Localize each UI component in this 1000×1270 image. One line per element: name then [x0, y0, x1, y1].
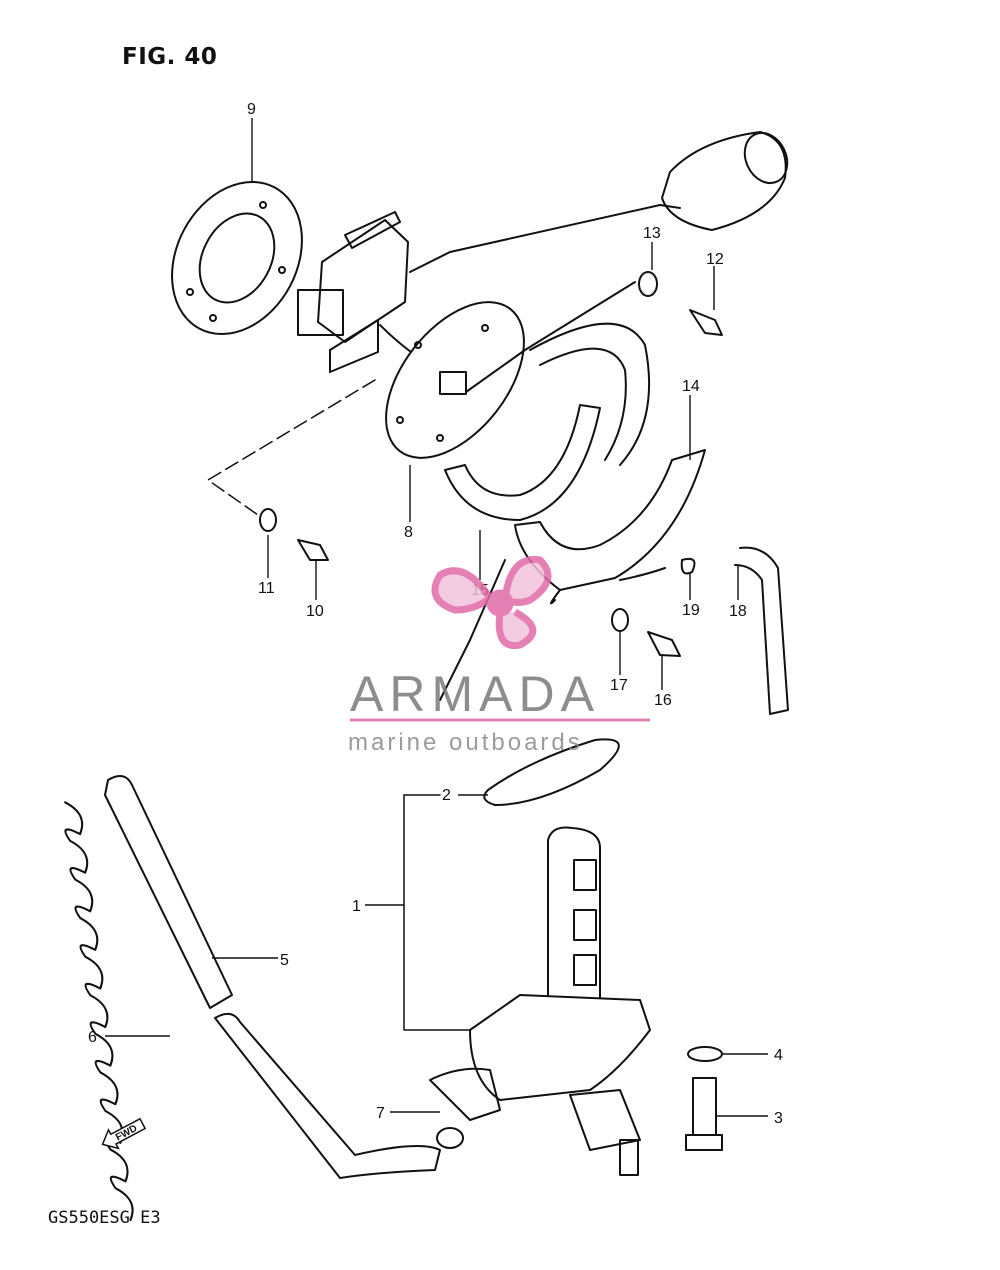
callout-1: 1: [352, 898, 361, 915]
cushion-part: [444, 322, 651, 521]
o-ring-part: [483, 738, 620, 806]
callout-7: 7: [376, 1105, 385, 1122]
hose-18-part: [734, 546, 789, 715]
callout-4: 4: [774, 1047, 783, 1064]
callout-2: 2: [442, 787, 451, 804]
propeller-logo-icon: [431, 556, 552, 650]
callout-10: 10: [306, 603, 324, 620]
hose-5-part: [104, 775, 441, 1179]
fwd-label: FWD: [114, 1123, 139, 1143]
bolt-washer-parts: [685, 1046, 723, 1151]
callout-11: 11: [258, 580, 275, 597]
gasket-part: [171, 180, 303, 336]
callout-12: 12: [706, 251, 724, 268]
callout-14: 14: [682, 378, 700, 395]
callout-3: 3: [774, 1110, 783, 1127]
fwd-arrow-icon: FWD: [101, 1117, 147, 1150]
callout-18: 18: [729, 603, 747, 620]
callout-19: 19: [682, 602, 700, 619]
watermark-title: ARMADA: [350, 666, 600, 722]
callout-13: 13: [643, 225, 661, 242]
callout-5: 5: [280, 952, 289, 969]
callout-leaders: [105, 118, 768, 1117]
callout-17: 17: [610, 677, 628, 694]
callout-8: 8: [404, 524, 413, 541]
gauge-plate-part: [385, 281, 636, 459]
bracket-1: [403, 794, 471, 1031]
float-part: [409, 131, 789, 273]
callout-9: 9: [247, 101, 256, 118]
spring-part: [64, 801, 134, 1222]
callout-6: 6: [88, 1029, 97, 1046]
clamp-part: [436, 1127, 464, 1149]
armada-watermark: ARMADA marine outboards: [348, 556, 650, 756]
hardware-top: [259, 271, 723, 657]
watermark-subtitle: marine outboards: [348, 729, 583, 756]
figure-title: FIG. 40: [122, 44, 218, 70]
leader-dashes: [207, 379, 376, 516]
callout-16: 16: [654, 692, 672, 709]
fuel-cock-part: [429, 826, 651, 1176]
